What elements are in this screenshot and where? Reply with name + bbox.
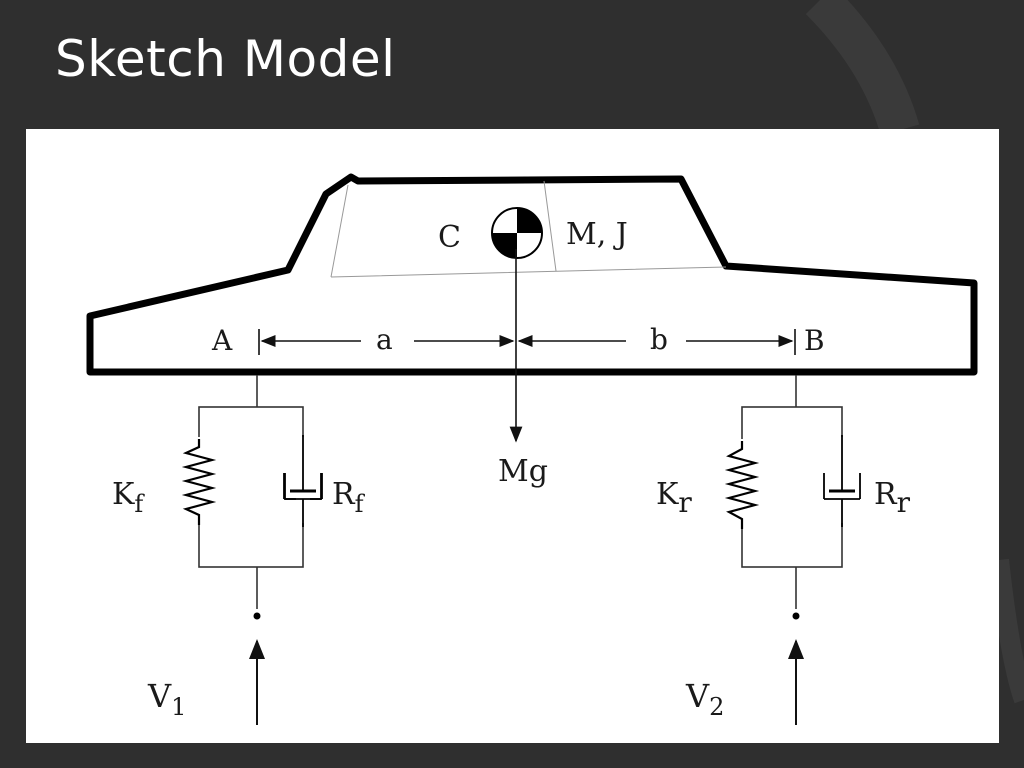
front-spring-zigzag <box>181 439 217 525</box>
vehicle-model-diagram: C M, J Mg A a b B Kf Rf <box>86 173 978 725</box>
point-b-label: B <box>804 324 825 357</box>
point-a-label: A <box>211 324 233 357</box>
center-label: C <box>438 220 461 255</box>
front-damper-body <box>284 435 322 527</box>
rear-input-point <box>792 612 800 620</box>
weight-label: Mg <box>498 454 548 489</box>
rear-spring-zigzag <box>724 441 760 529</box>
rear-spring-label: Kr <box>656 477 692 519</box>
dist-a-label: a <box>376 323 393 356</box>
front-input-point <box>253 612 261 620</box>
dist-b-label: b <box>650 323 668 356</box>
slide-title: Sketch Model <box>55 30 396 88</box>
front-input-label: V1 <box>147 677 186 721</box>
rear-input-label: V2 <box>685 677 724 721</box>
center-of-gravity-symbol <box>491 207 543 259</box>
front-spring-label: Kf <box>112 477 145 518</box>
mass-inertia-label: M, J <box>566 217 628 252</box>
front-damper-label: Rf <box>332 477 366 518</box>
rear-damper-body <box>823 435 861 527</box>
body-inner-lines <box>330 180 727 278</box>
diagram-panel: C M, J Mg A a b B Kf Rf <box>26 129 999 743</box>
car-body-outline <box>86 173 978 376</box>
rear-damper-label: Rr <box>874 477 911 519</box>
